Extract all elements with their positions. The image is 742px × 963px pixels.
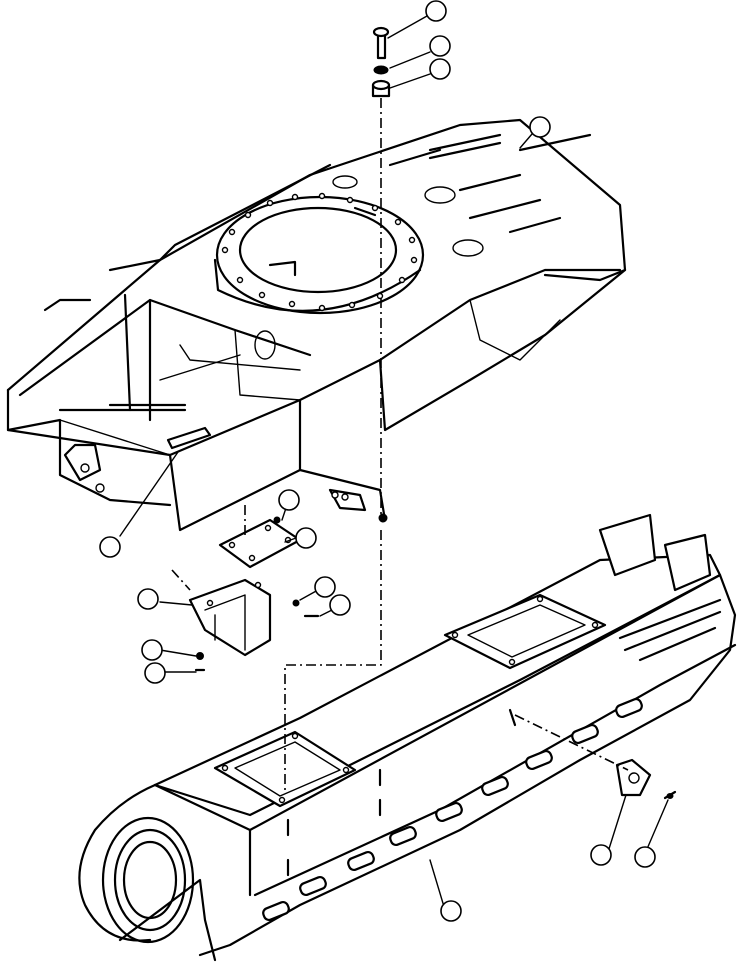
ring-bolt-holes	[221, 192, 418, 312]
callout-circle	[590, 844, 612, 866]
callout-circle	[137, 588, 159, 610]
callout-circle	[141, 639, 163, 661]
washer-icon	[373, 65, 389, 75]
callout-15	[440, 900, 462, 922]
callout-2	[429, 35, 451, 57]
callout-11	[141, 639, 163, 661]
cover-plate	[218, 516, 302, 569]
callout-5	[99, 536, 121, 558]
callout-circle	[278, 489, 300, 511]
callout-circle	[429, 35, 451, 57]
side-slots	[262, 697, 643, 922]
callout-14	[634, 846, 656, 868]
callout-circle	[440, 900, 462, 922]
callout-8	[314, 576, 336, 598]
callout-circle	[144, 662, 166, 684]
callout-circle	[634, 846, 656, 868]
track-frame	[78, 513, 737, 962]
callout-6	[278, 489, 300, 511]
callout-circle	[314, 576, 336, 598]
callout-circle	[99, 536, 121, 558]
callout-7	[295, 527, 317, 549]
center-lines	[171, 98, 629, 790]
callout-circle	[329, 594, 351, 616]
inspection-cover	[615, 758, 677, 800]
callout-12	[144, 662, 166, 684]
callout-10	[137, 588, 159, 610]
callout-circle	[429, 58, 451, 80]
callout-9	[329, 594, 351, 616]
leader-lines	[119, 15, 669, 911]
callout-3	[429, 58, 451, 80]
callout-1	[425, 0, 447, 22]
callout-circle	[529, 116, 551, 138]
callout-balloons	[99, 0, 656, 922]
bolt-stack	[371, 26, 391, 98]
upper-frame	[6, 118, 627, 532]
callout-4	[529, 116, 551, 138]
callout-circle	[295, 527, 317, 549]
callout-13	[590, 844, 612, 866]
bracket-icon	[188, 578, 272, 657]
bracket	[188, 578, 320, 672]
callout-circle	[425, 0, 447, 22]
